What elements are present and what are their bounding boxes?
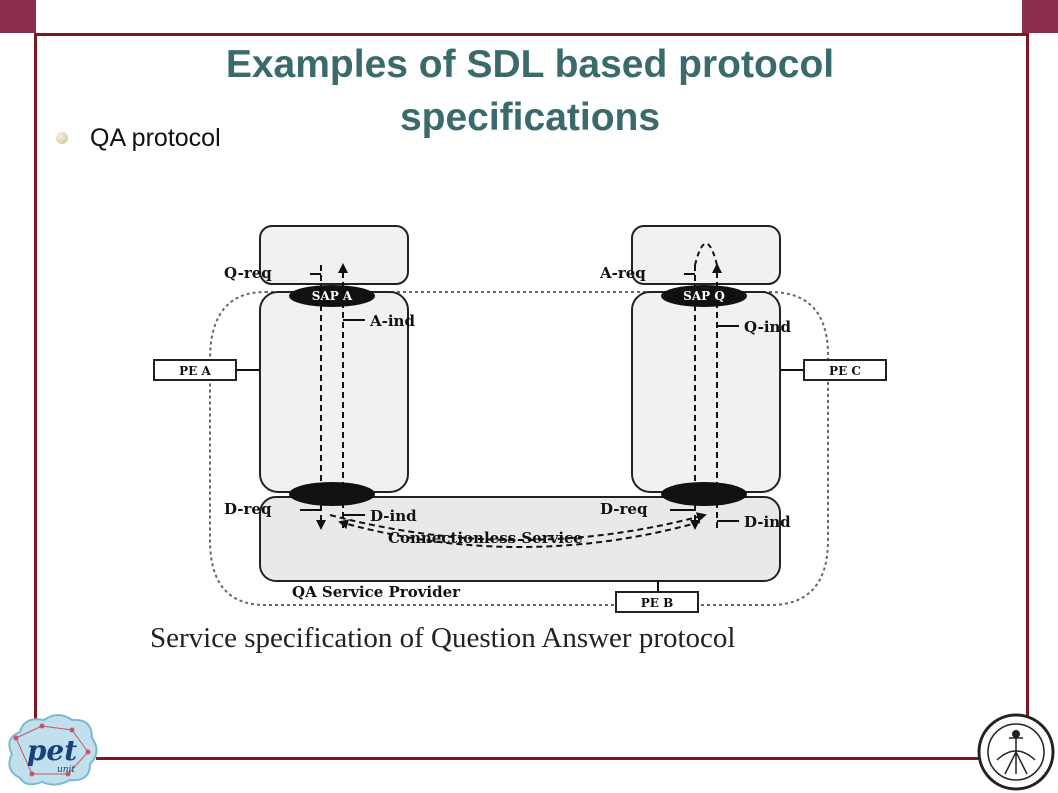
institute-seal-logo bbox=[977, 713, 1055, 791]
lower-sap-right bbox=[661, 482, 747, 506]
label-a-ind: A-ind bbox=[369, 312, 415, 330]
frame-bottom-rule bbox=[96, 757, 979, 760]
pe-a-box bbox=[153, 359, 237, 381]
label-d-ind-right: D-ind bbox=[744, 513, 791, 531]
label-q-req: Q-req bbox=[224, 264, 272, 282]
sap-a-ellipse bbox=[289, 285, 375, 307]
frame-top-rule bbox=[34, 33, 1029, 36]
user-box-right bbox=[631, 225, 781, 285]
label-provider: QA Service Provider bbox=[292, 583, 461, 601]
bullet-item: QA protocol bbox=[56, 122, 221, 154]
pe-b-box bbox=[615, 591, 699, 613]
pet-unit-logo: pet unit bbox=[8, 714, 98, 786]
label-connectionless: Connectionless Service bbox=[388, 529, 583, 547]
provider-boundary bbox=[209, 291, 830, 606]
corner-accent-left bbox=[0, 0, 36, 33]
label-d-req-left: D-req bbox=[224, 500, 272, 518]
label-a-req: A-req bbox=[599, 264, 646, 282]
slide-title-line1: Examples of SDL based protocol bbox=[225, 43, 835, 86]
frame-right-rule bbox=[1026, 33, 1029, 760]
label-d-ind-left: D-ind bbox=[370, 507, 417, 525]
qa-service-diagram: Q-req A-ind A-req Q-ind D-req D-ind D-re… bbox=[153, 225, 887, 613]
label-sap-a: SAP A bbox=[312, 289, 353, 303]
pe-c-box bbox=[803, 359, 887, 381]
sap-q-ellipse bbox=[661, 285, 747, 307]
bullet-text: QA protocol bbox=[90, 123, 221, 152]
corner-accent-right bbox=[1022, 0, 1058, 33]
label-pe-c: PE C bbox=[829, 364, 861, 378]
label-d-req-right: D-req bbox=[600, 500, 648, 518]
bullet-icon bbox=[56, 132, 68, 144]
label-pe-a: PE A bbox=[179, 364, 211, 378]
label-sap-q: SAP Q bbox=[683, 289, 725, 303]
label-q-ind: Q-ind bbox=[744, 318, 791, 336]
logo-unit-text: unit bbox=[57, 765, 75, 775]
label-pe-b: PE B bbox=[641, 596, 674, 610]
frame-left-rule bbox=[34, 33, 37, 720]
diagram-caption: Service specification of Question Answer… bbox=[150, 622, 736, 654]
slide-title: Examples of SDL based protocol specifica… bbox=[150, 38, 910, 144]
slide-title-line2: specifications bbox=[399, 96, 661, 139]
lower-sap-left bbox=[289, 482, 375, 506]
user-box-left bbox=[259, 225, 409, 285]
logo-pet-text: pet bbox=[27, 734, 77, 767]
